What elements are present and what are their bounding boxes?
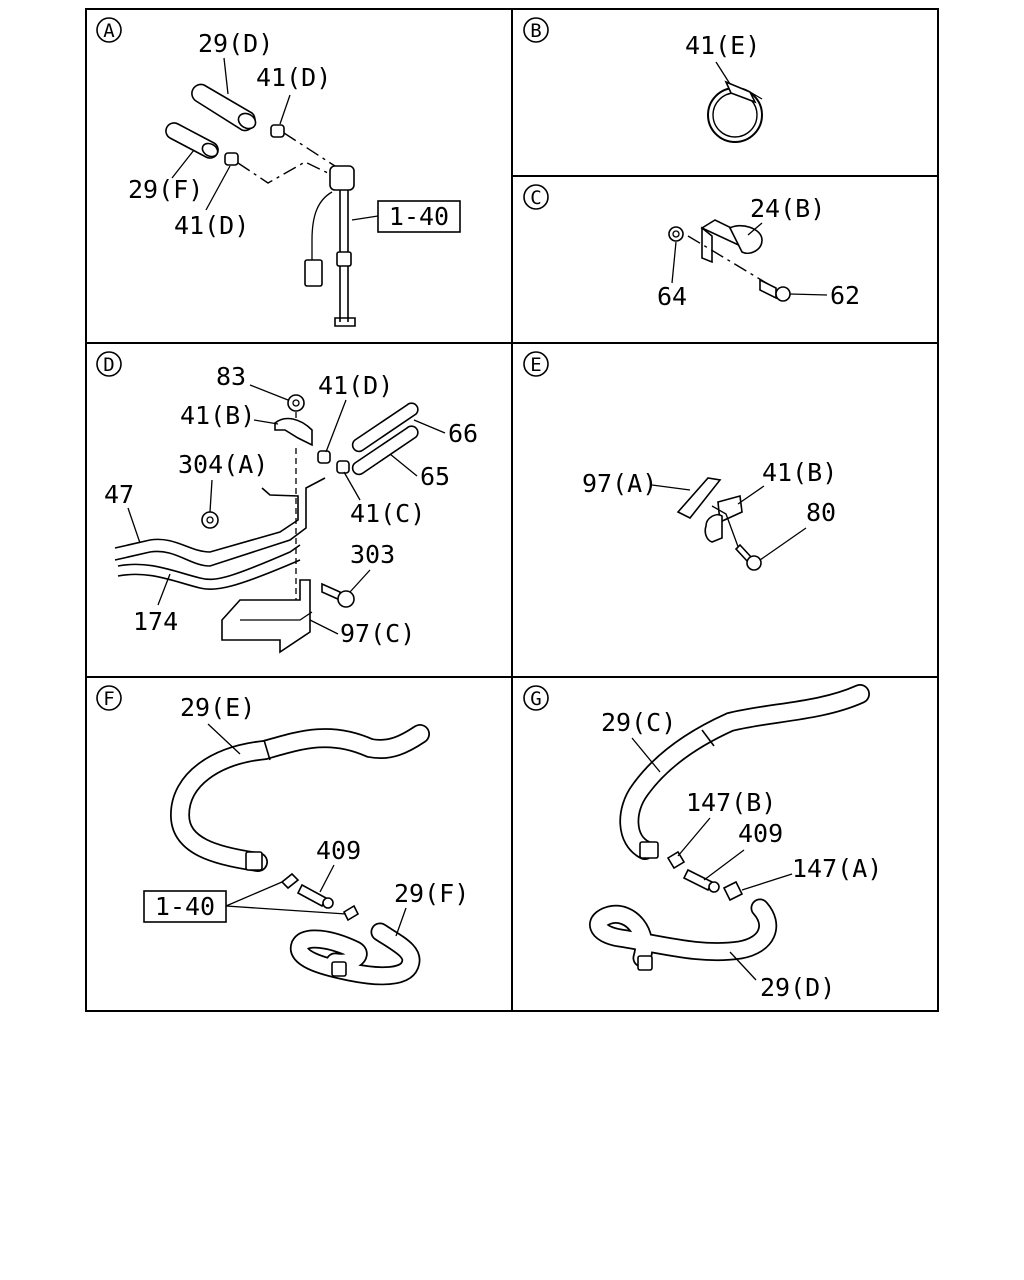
section-badge-e: E [523, 351, 549, 377]
section-d-drawing [114, 394, 419, 654]
label-a-29d: 29(D) [198, 29, 273, 58]
boxed-ref-f-text: 1-40 [155, 892, 215, 921]
label-d-41d: 41(D) [318, 371, 393, 400]
label-e-80: 80 [806, 498, 836, 527]
boxed-ref-a: 1-40 [351, 200, 461, 233]
label-d-174: 174 [133, 607, 178, 636]
section-b-drawing [707, 80, 763, 143]
label-g-29d: 29(D) [760, 973, 835, 1002]
badge-d-text: D [103, 354, 114, 376]
badge-f-text: F [103, 688, 114, 710]
label-e-41b: 41(B) [762, 458, 837, 487]
label-d-83: 83 [216, 362, 246, 391]
label-b-41e: 41(E) [685, 31, 760, 60]
label-g-147a: 147(A) [792, 854, 882, 883]
badge-a-text: A [103, 20, 115, 42]
boxed-ref-f: 1-40 [143, 881, 347, 923]
label-d-65: 65 [420, 462, 450, 491]
badge-c-text: C [530, 187, 541, 209]
label-g-147b: 147(B) [686, 788, 776, 817]
section-e-drawing [676, 477, 762, 571]
badge-b-text: B [530, 20, 541, 42]
section-badge-b: B [523, 17, 549, 43]
label-d-303: 303 [350, 540, 395, 569]
label-g-29c: 29(C) [601, 708, 676, 737]
label-c-24b: 24(B) [750, 194, 825, 223]
badge-e-text: E [530, 354, 541, 376]
label-e-97a: 97(A) [582, 469, 657, 498]
label-d-47: 47 [104, 480, 134, 509]
label-a-41d-bottom: 41(D) [174, 211, 249, 240]
section-a-drawing [165, 83, 356, 327]
label-c-64: 64 [657, 282, 687, 311]
label-f-409: 409 [316, 836, 361, 865]
section-badge-d: D [96, 351, 122, 377]
label-d-41c: 41(C) [350, 499, 425, 528]
section-badge-c: C [523, 184, 549, 210]
label-d-41b: 41(B) [180, 401, 255, 430]
label-g-409: 409 [738, 819, 783, 848]
label-f-29f: 29(F) [394, 879, 469, 908]
section-badge-g: G [523, 685, 549, 711]
grid-frame [85, 8, 939, 1012]
label-a-41d-top: 41(D) [256, 63, 331, 92]
section-g-drawing [589, 684, 870, 971]
label-d-97c: 97(C) [340, 619, 415, 648]
boxed-ref-a-text: 1-40 [389, 202, 449, 231]
label-c-62: 62 [830, 281, 860, 310]
section-c-drawing [668, 219, 791, 302]
badge-g-text: G [530, 688, 541, 710]
label-d-304a: 304(A) [178, 450, 268, 479]
label-f-29e: 29(E) [180, 693, 255, 722]
section-badge-f: F [96, 685, 122, 711]
label-d-66: 66 [448, 419, 478, 448]
label-a-29f: 29(F) [128, 175, 203, 204]
section-f-drawing [169, 724, 430, 986]
section-badge-a: A [96, 17, 122, 43]
